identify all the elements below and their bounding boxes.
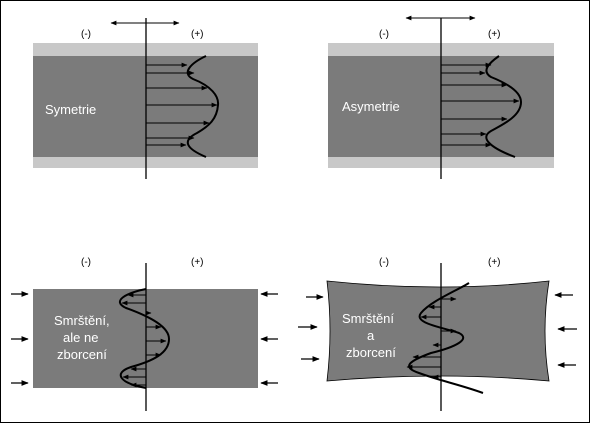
stress-profile-curve [118, 288, 171, 389]
panel-label-line-3: zborcení [346, 345, 396, 360]
panel-label: Symetrie [45, 102, 96, 117]
sign-positive: (+) [191, 257, 204, 268]
panel-label-line-2: a [367, 328, 375, 343]
panel-label-line-1: Smrštění [342, 311, 394, 326]
panel-symmetry: (-) (+) Symetrie [33, 18, 258, 179]
warped-plate-body [326, 280, 550, 382]
sign-negative: (-) [379, 257, 389, 268]
stress-arrows [406, 296, 457, 380]
sign-positive: (+) [488, 29, 501, 40]
stress-profile-curve [408, 282, 484, 394]
external-pressure-arrows [298, 292, 577, 368]
sign-negative: (-) [81, 257, 91, 268]
panel-shrinkage-warping: (-) (+) Smrštění a zborcení [298, 257, 577, 411]
sign-positive: (+) [488, 257, 501, 268]
sign-negative: (-) [81, 29, 91, 40]
stress-profile-curve [485, 55, 523, 158]
stress-profile-curve [186, 55, 220, 158]
sign-negative: (-) [379, 29, 389, 40]
panel-label-line-2: ale ne [63, 330, 98, 345]
panel-label-line-3: zborcení [57, 347, 107, 362]
stress-arrows [441, 62, 520, 148]
panel-label-line-1: Smrštění, [54, 313, 110, 328]
panel-asymmetry: (-) (+) Asymetrie [328, 15, 554, 179]
external-pressure-arrows [11, 291, 278, 386]
stress-arrows [146, 62, 218, 148]
panel-label: Asymetrie [342, 99, 400, 114]
panel-shrinkage: (-) (+) Smrštění, ale ne zborcení [11, 257, 278, 411]
sign-positive: (+) [191, 29, 204, 40]
